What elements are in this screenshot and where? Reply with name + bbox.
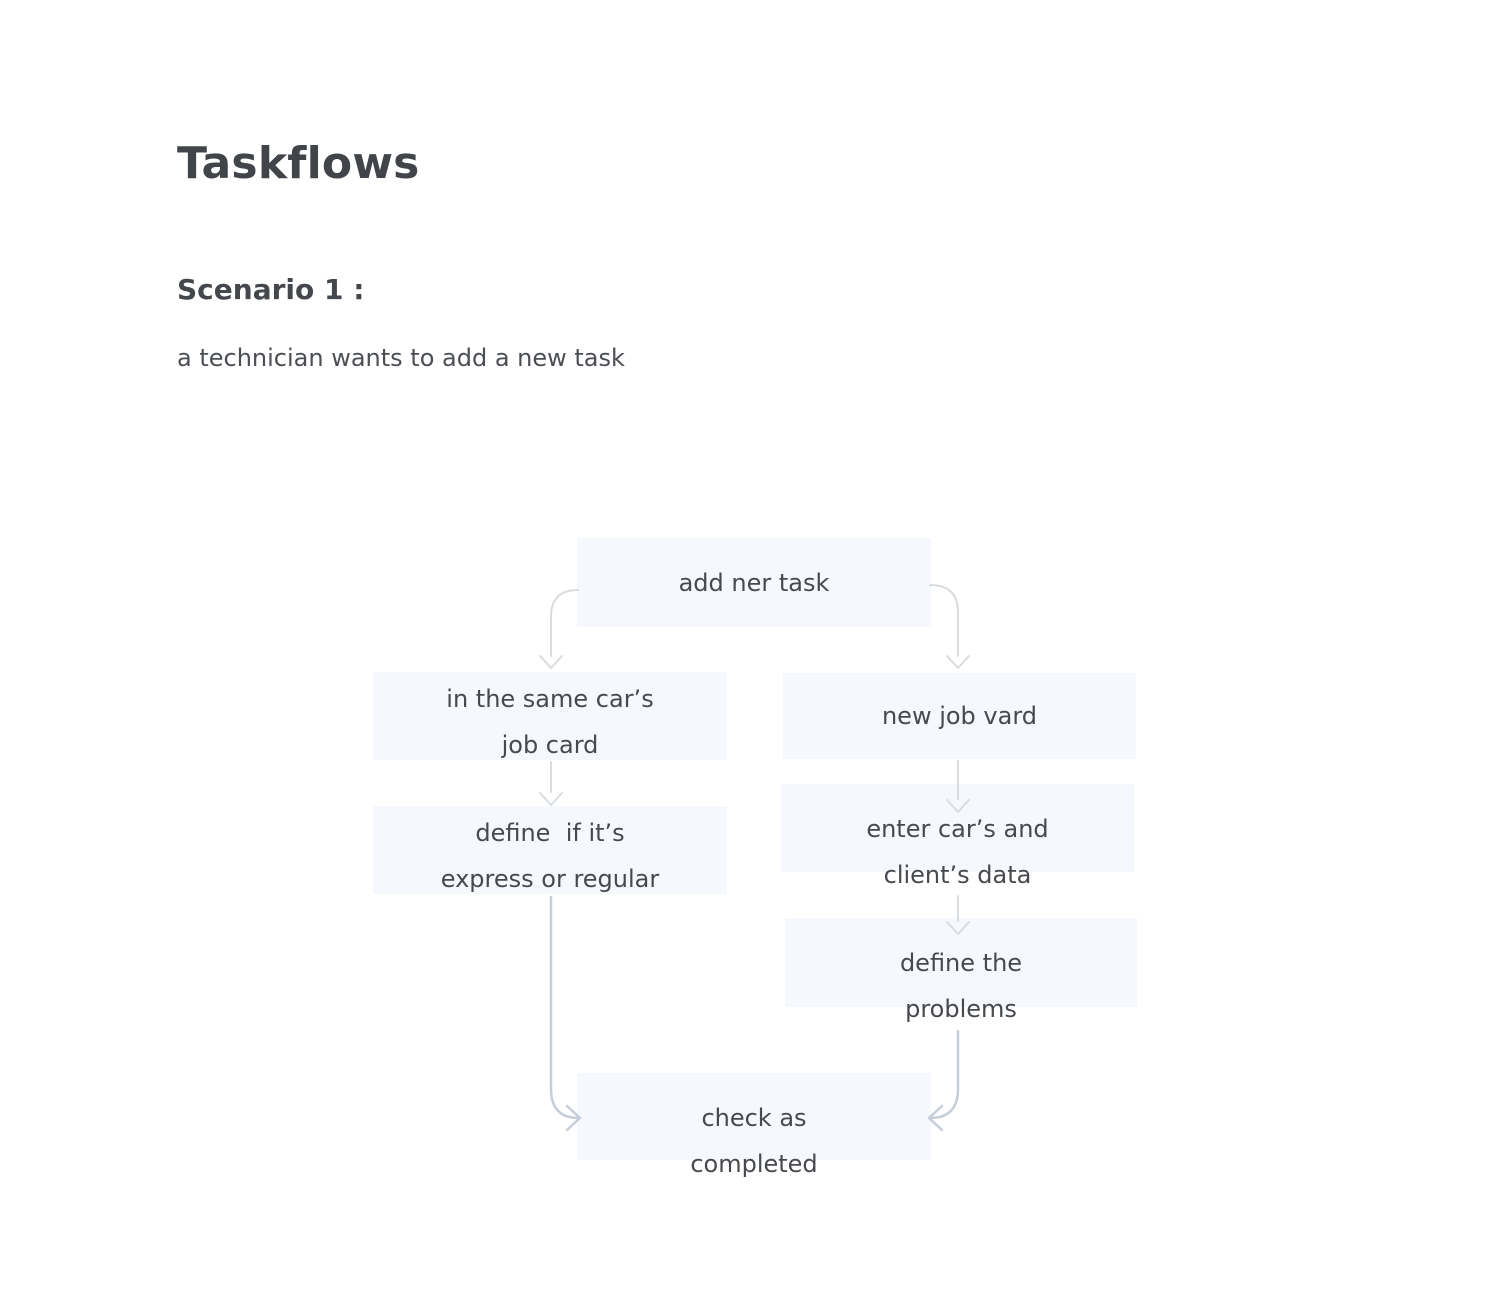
node-label-line: define the — [899, 949, 1023, 977]
scenario-heading: Scenario 1 : — [177, 273, 365, 306]
node-label-line: problems — [905, 995, 1017, 1023]
node-label-line: enter car’s and — [866, 815, 1049, 843]
flow-node-label: define if it’s express or regular — [373, 810, 727, 902]
flow-node-label: in the same car’s job card — [373, 676, 727, 768]
node-label-line: new job vard — [881, 702, 1038, 730]
flow-node-define-express-or-regular: define if it’s express or regular — [373, 806, 727, 894]
flow-node-label: define the problems — [785, 940, 1137, 1032]
connector-arrow-define-to-completed — [549, 895, 582, 1132]
scenario-description: a technician wants to add a new task — [177, 344, 625, 372]
node-label-line: client’s data — [883, 861, 1032, 889]
flow-node-label: enter car’s and client’s data — [781, 806, 1134, 898]
flow-node-label: check as completed — [577, 1095, 931, 1187]
node-label-line: in the same car’s — [446, 685, 654, 713]
flow-node-enter-cars-clients-data: enter car’s and client’s data — [781, 784, 1134, 889]
node-label-line: define if it’s — [475, 819, 625, 847]
page-title: Taskflows — [177, 138, 420, 189]
flow-node-new-job-card: new job vard — [783, 673, 1136, 759]
flow-node-label: add ner task — [577, 560, 931, 606]
flow-node-check-as-completed: check as completed — [577, 1073, 931, 1178]
connector-arrow-top-to-right — [929, 584, 970, 669]
flow-node-same-cars-job-card: in the same car’s job card — [373, 672, 727, 760]
node-label-line: check as — [701, 1104, 807, 1132]
node-label-line: express or regular — [440, 865, 660, 893]
flow-node-define-the-problems: define the problems — [785, 918, 1137, 1023]
connector-arrow-jobcard-to-define — [539, 761, 563, 806]
node-label-line: job card — [501, 731, 599, 759]
node-label-line: completed — [690, 1150, 818, 1178]
flow-node-label: new job vard — [783, 693, 1136, 739]
flow-node-add-new-task: add ner task — [577, 538, 931, 627]
connector-arrow-top-to-left — [539, 589, 579, 669]
node-label-line: add ner task — [678, 569, 830, 597]
connector-arrow-problems-to-completed — [927, 1029, 960, 1132]
